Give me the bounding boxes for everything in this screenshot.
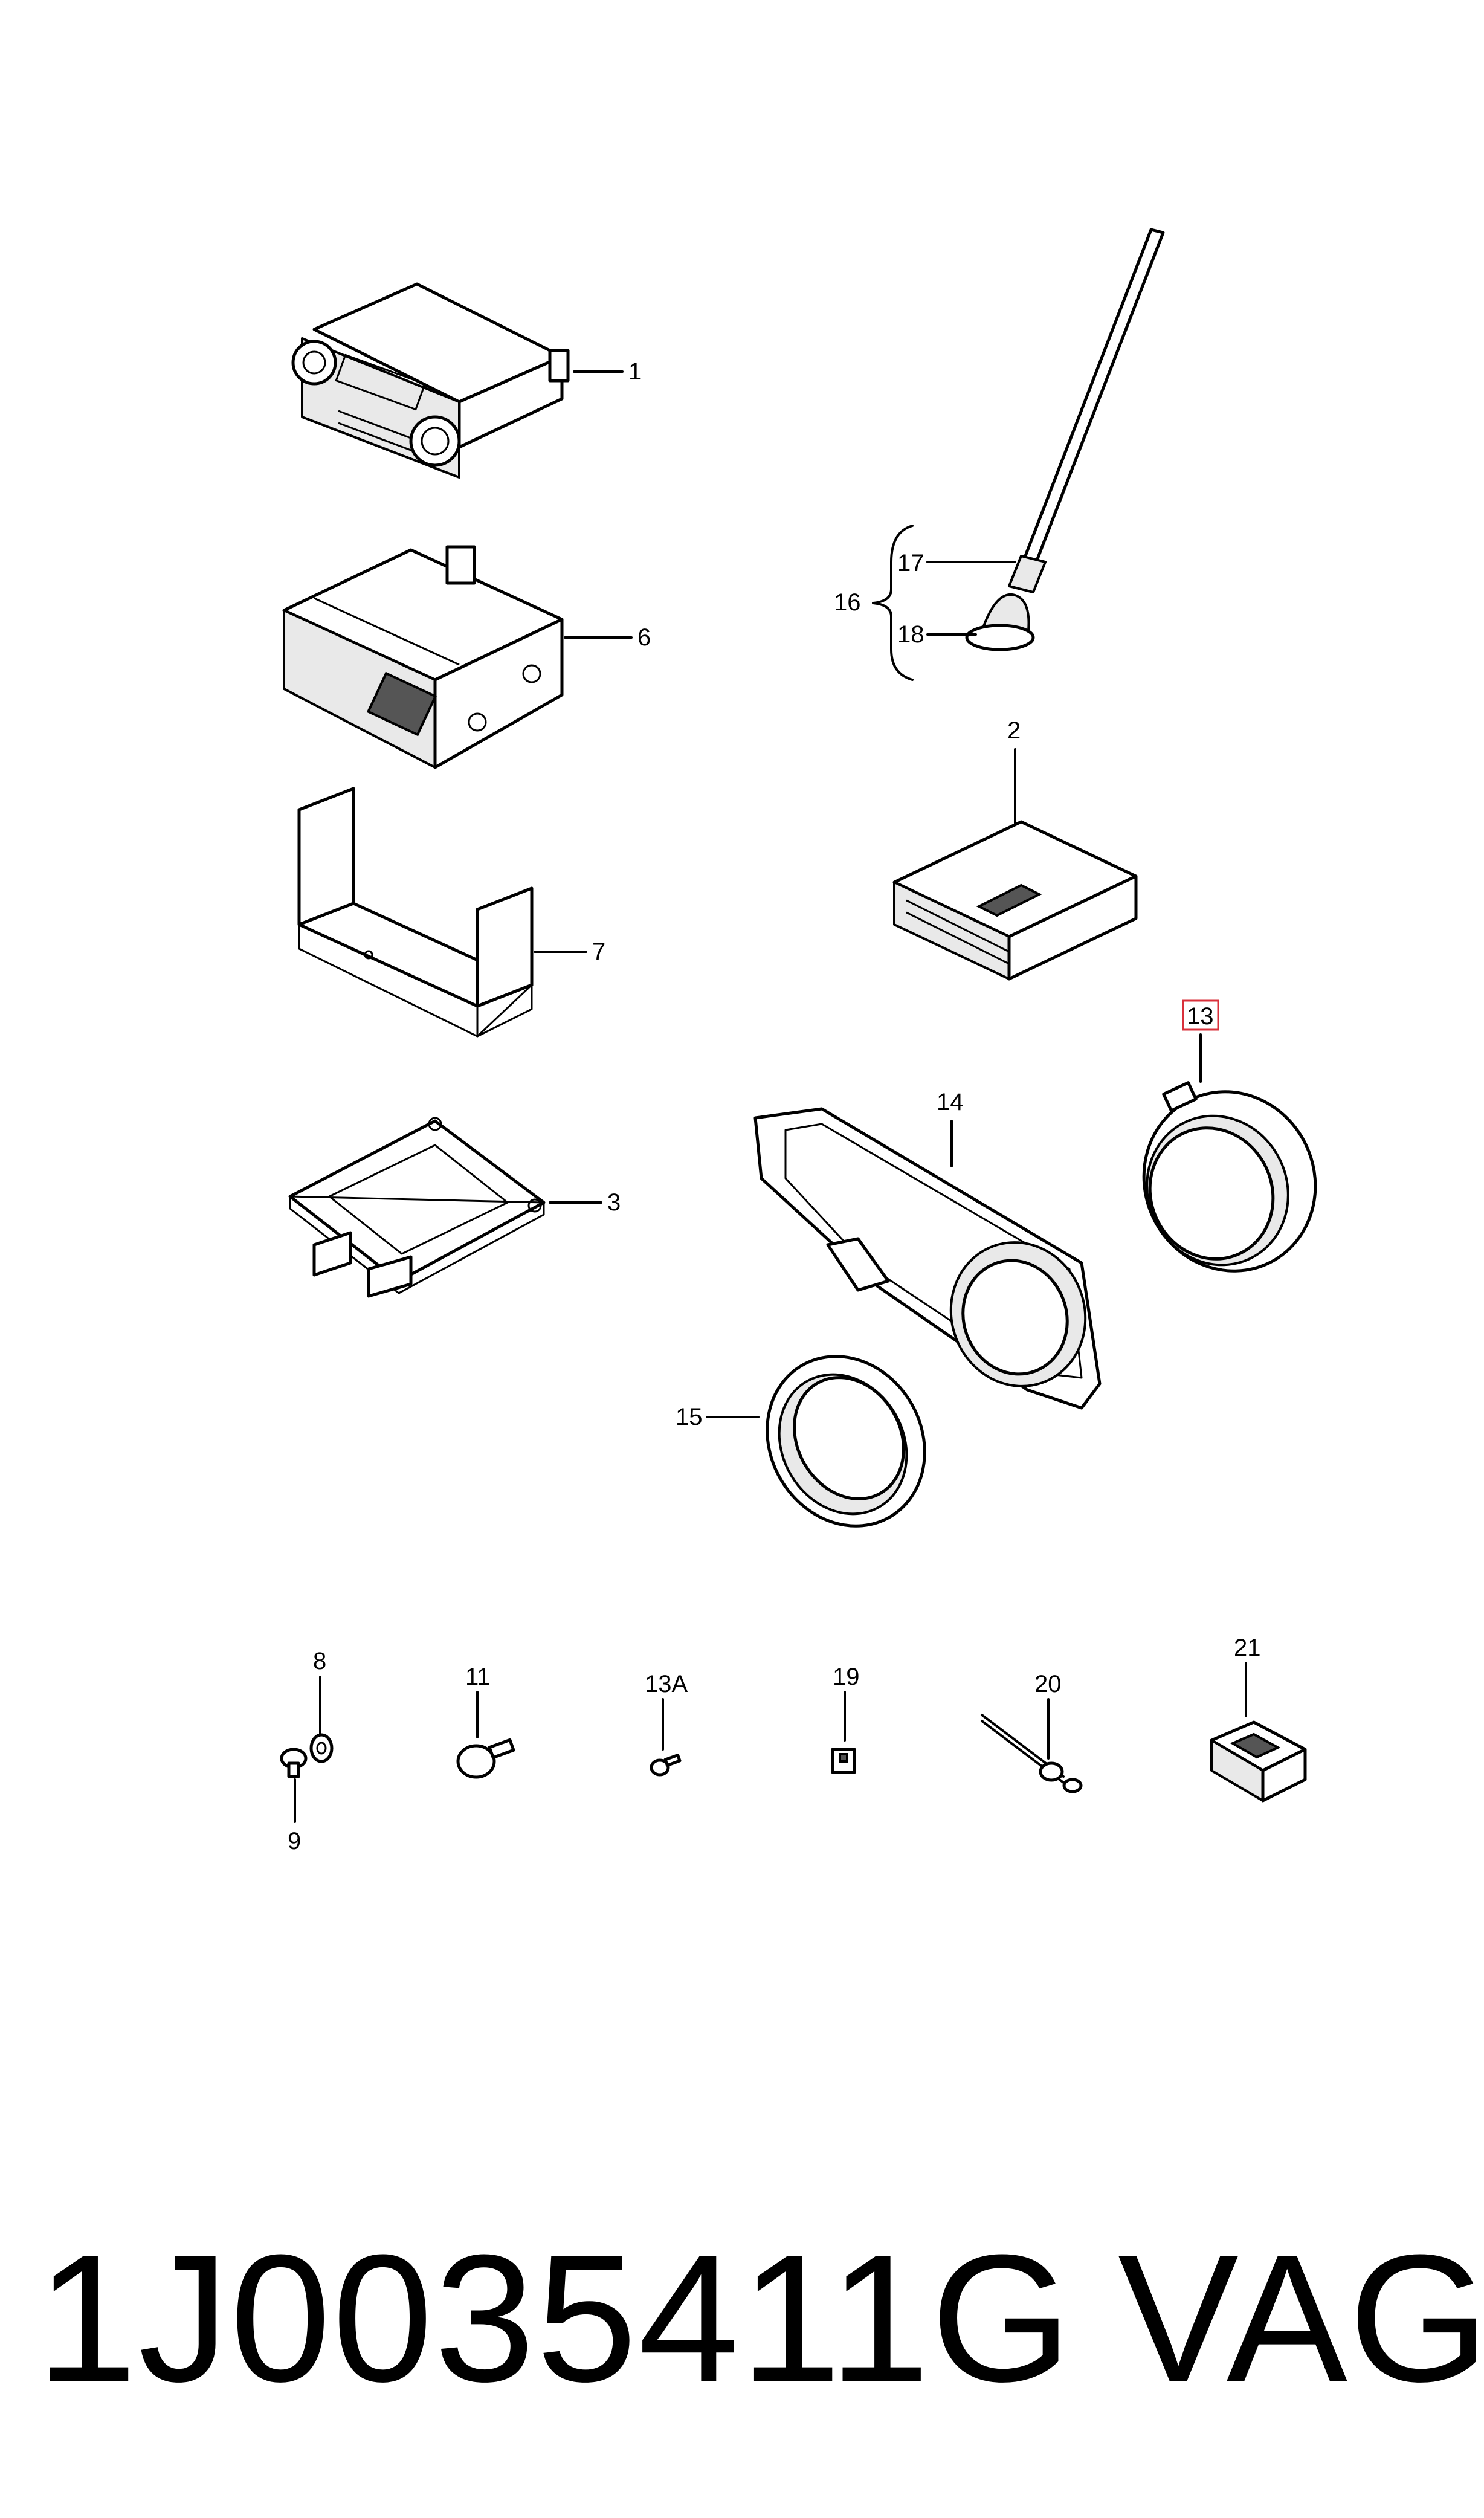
brand-name: VAG xyxy=(1118,2216,1484,2420)
callout-18: 18 xyxy=(897,621,924,648)
speaker-ring-13 xyxy=(1142,1081,1317,1273)
callout-15: 15 xyxy=(676,1404,703,1430)
callout-1: 1 xyxy=(628,358,642,385)
callout-14: 14 xyxy=(937,1089,964,1115)
holder-21 xyxy=(1210,1720,1307,1803)
mounting-plate xyxy=(288,1117,546,1298)
bolt-11 xyxy=(456,1738,515,1779)
radio-unit xyxy=(291,282,570,479)
callout-19: 19 xyxy=(833,1664,860,1690)
antenna-base xyxy=(965,593,1035,651)
callout-20: 20 xyxy=(1034,1671,1062,1697)
callout-17: 17 xyxy=(897,550,924,576)
cd-changer xyxy=(282,545,564,769)
callout-11: 11 xyxy=(465,1664,491,1690)
callout-16: 16 xyxy=(834,589,861,616)
callout-3: 3 xyxy=(607,1189,621,1216)
mounting-bracket xyxy=(297,787,534,1038)
speaker-housing xyxy=(753,1107,1102,1410)
callout-13: 13 xyxy=(1187,1003,1214,1030)
antenna-mast xyxy=(1008,228,1165,593)
clip-19 xyxy=(831,1748,856,1774)
part-number: 1J0035411G xyxy=(36,2216,1073,2420)
callout-6: 6 xyxy=(637,624,651,651)
speaker-ring-15 xyxy=(766,1355,926,1528)
amplifier xyxy=(892,820,1138,981)
callout-9: 9 xyxy=(288,1828,301,1855)
washer-8 xyxy=(309,1733,334,1763)
cable-tie-20 xyxy=(981,1714,1083,1793)
callout-8: 8 xyxy=(313,1648,326,1674)
screw-9 xyxy=(280,1748,308,1778)
callout-7: 7 xyxy=(592,938,605,965)
callout-13-highlight-box xyxy=(1182,999,1219,1031)
callout-2: 2 xyxy=(1007,717,1021,744)
callout-13a: 13A xyxy=(645,1671,688,1697)
callout-21: 21 xyxy=(1234,1635,1261,1661)
screw-13a xyxy=(650,1754,682,1777)
callout-16-bracket xyxy=(872,525,914,681)
